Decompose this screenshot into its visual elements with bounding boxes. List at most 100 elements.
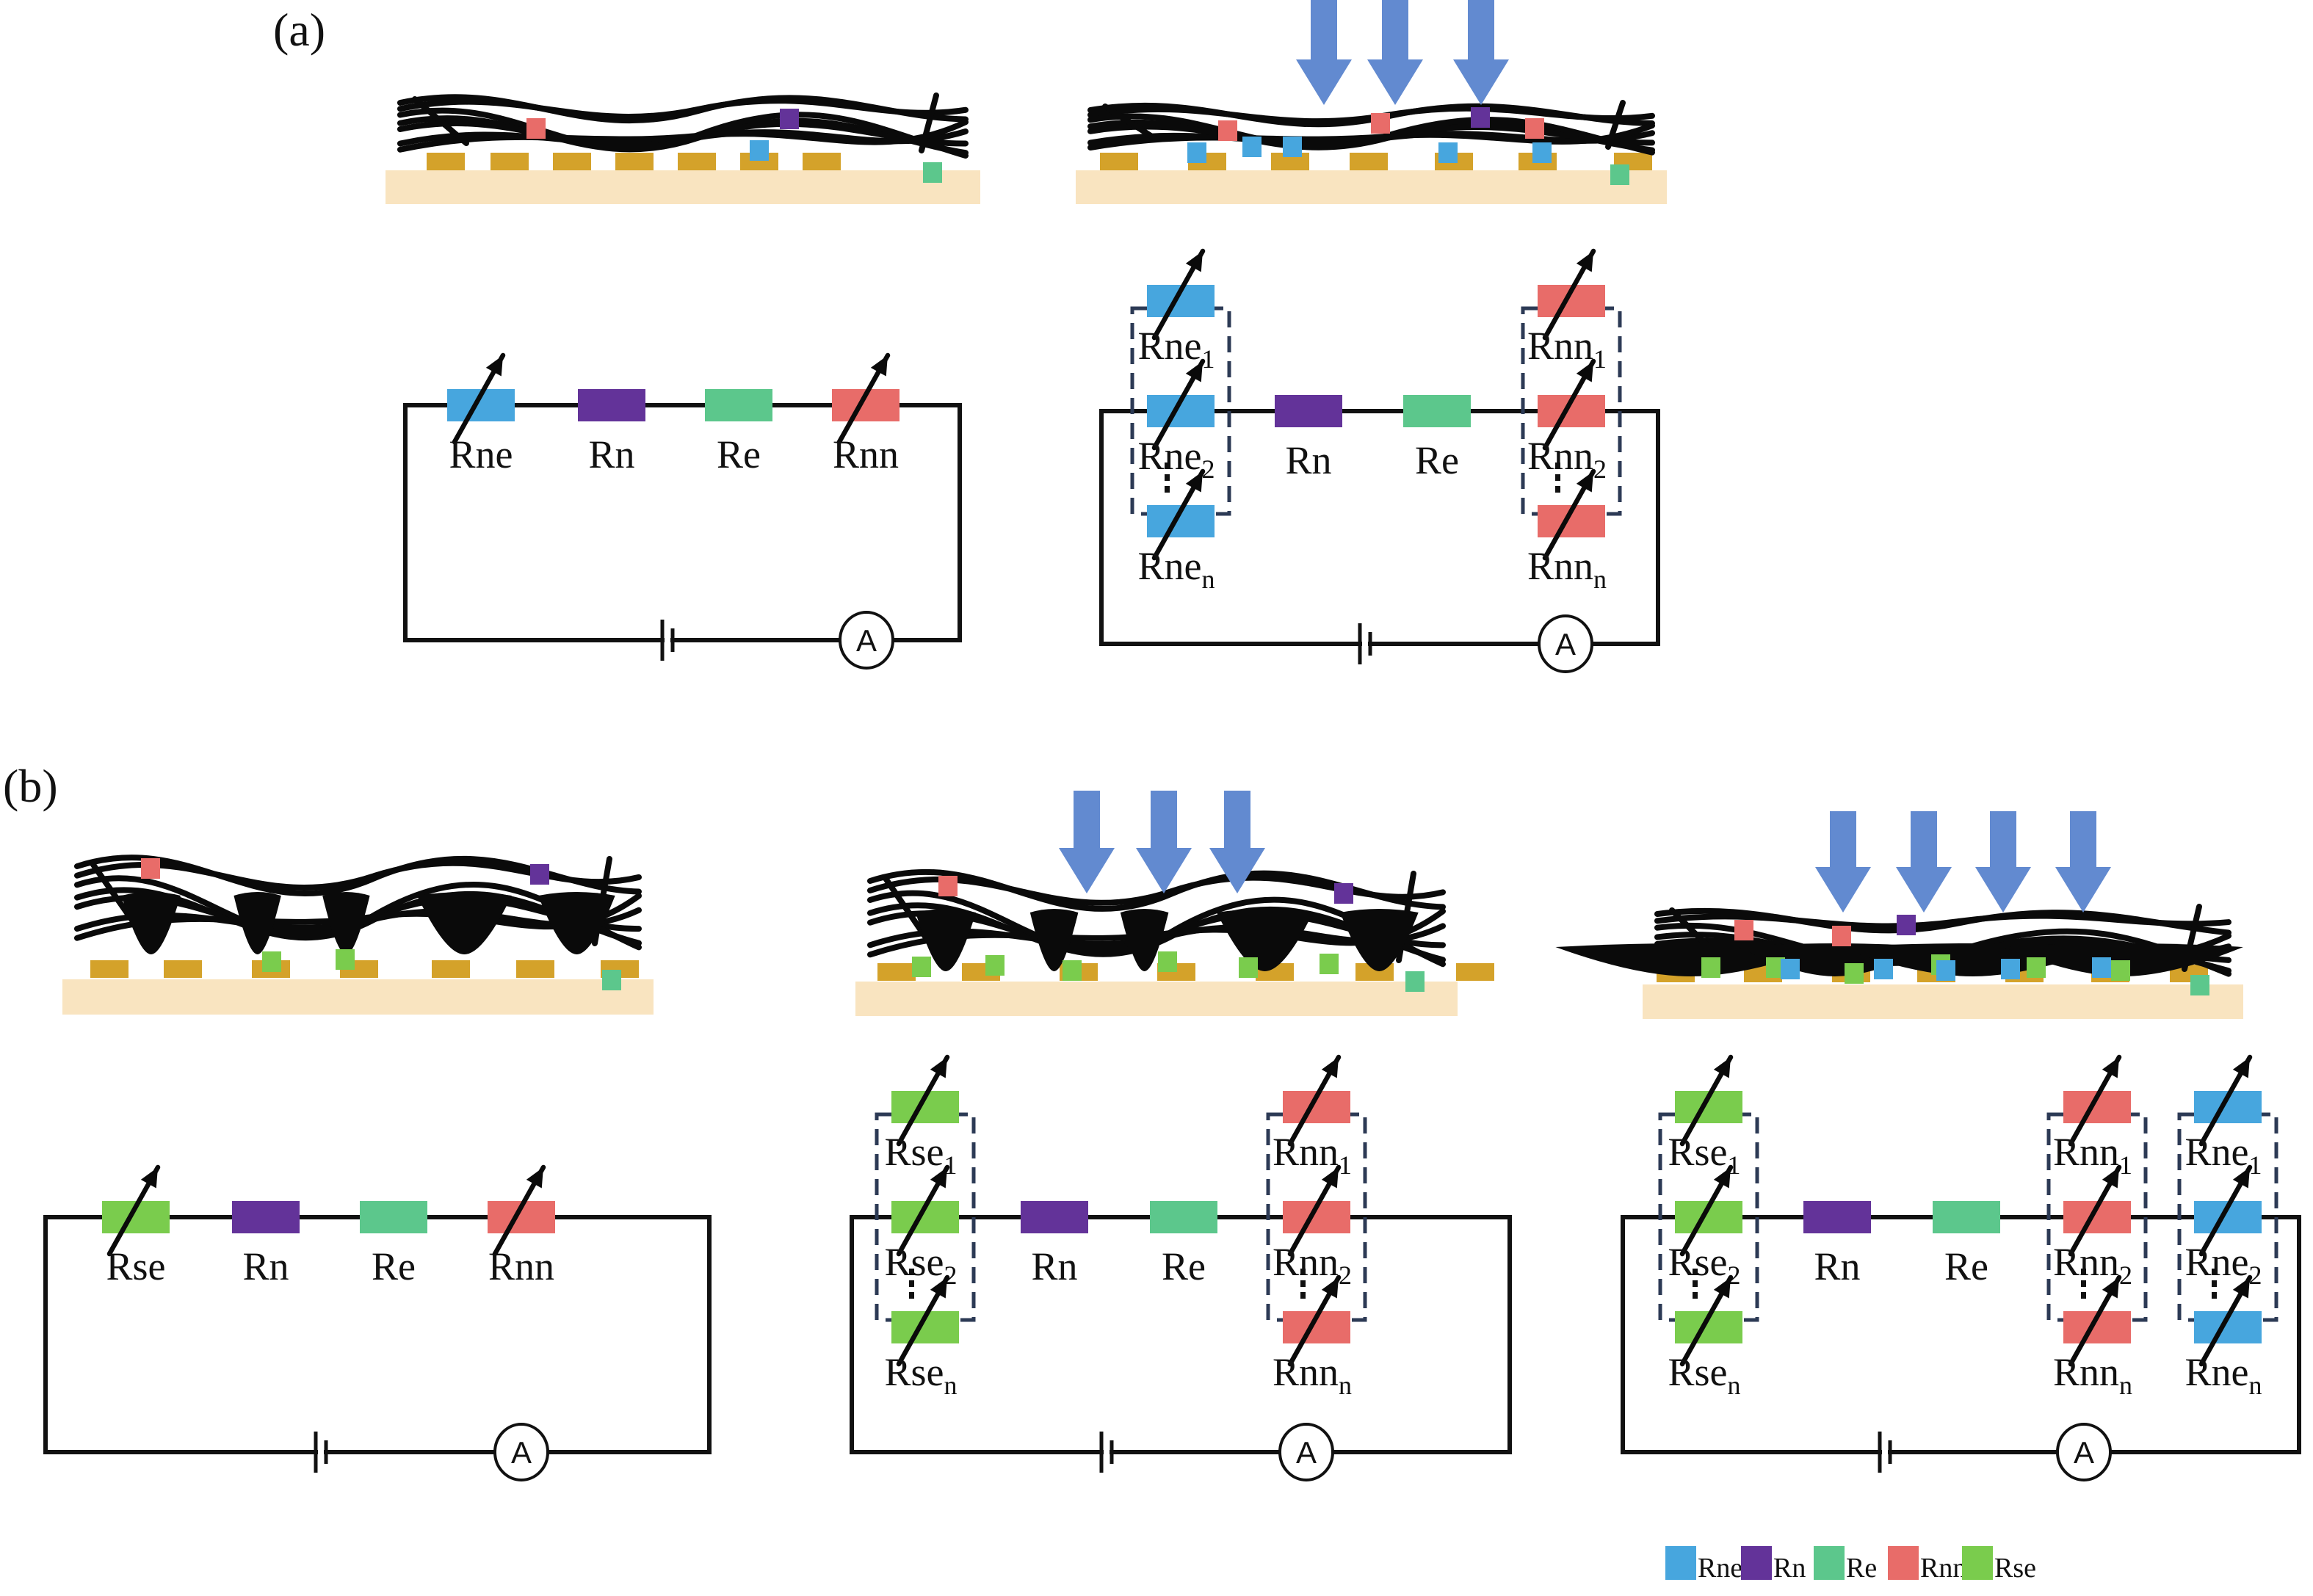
contact-rse [1158, 951, 1177, 972]
resistor-label: Rne2 [1138, 434, 1215, 484]
pressure-arrow-icon [1815, 811, 1871, 913]
droplet [1029, 909, 1079, 971]
ellipsis-dot [909, 1280, 914, 1287]
electrode [90, 960, 128, 978]
label-subscript: n [1339, 1371, 1352, 1400]
contact-rne [1283, 137, 1302, 157]
resistor-label: Rse1 [885, 1130, 958, 1180]
droplet [234, 892, 281, 954]
ammeter-label: A [1555, 627, 1576, 661]
label-base: Rne [1138, 544, 1202, 588]
electrode [516, 960, 554, 978]
resistor-label: Rsen [1668, 1350, 1741, 1400]
label-base: Rn [588, 432, 634, 476]
resistor-rn: Rn [1275, 395, 1342, 482]
fiber [74, 860, 642, 891]
legend-label: Rse [1994, 1553, 2036, 1584]
resistor-label: Rn [1814, 1244, 1860, 1288]
contact-rse [1320, 954, 1339, 974]
pressure-arrow-icon [1896, 811, 1952, 913]
legend-label: Rn [1773, 1553, 1806, 1584]
pressure-arrow-icon [1453, 0, 1509, 105]
resistor-body [1150, 1201, 1217, 1233]
resistor-body [1021, 1201, 1088, 1233]
pressure-arrow-icon [1059, 791, 1115, 893]
legend-swatch [1665, 1546, 1696, 1580]
ellipsis-dot [1165, 463, 1170, 469]
arrowhead-icon [930, 1277, 947, 1299]
resistor-label: Rse [106, 1244, 166, 1288]
fiber [1654, 913, 2231, 929]
label-base: Rn [1285, 438, 1331, 482]
arrowhead-icon [1576, 471, 1593, 493]
label-base: Rnn [2053, 1350, 2119, 1394]
resistor-body [1403, 395, 1471, 427]
resistor-label: Rnen [2185, 1350, 2262, 1400]
resistor-re: Re [1933, 1201, 2000, 1288]
label-base: Rnn [1527, 434, 1593, 478]
legend-swatch [1888, 1546, 1919, 1580]
label-subscript: 2 [1728, 1261, 1741, 1290]
schematic-b2 [855, 791, 1494, 1016]
resistor-label: Rn [588, 432, 634, 476]
contact-rne [2001, 959, 2020, 979]
resistor-body [705, 389, 772, 421]
ammeter-circle [2056, 1423, 2112, 1481]
legend-item-rse: Rse [1962, 1546, 2036, 1584]
pressure-arrow-icon [1136, 791, 1192, 893]
substrate [855, 982, 1458, 1016]
label-base: Rnn [1527, 544, 1593, 588]
ellipsis-dot [1693, 1269, 1698, 1275]
contact-rne [1936, 960, 1955, 981]
label-base: Rn [242, 1244, 289, 1288]
ammeter-icon: A [1538, 614, 1593, 673]
contact-rne [1874, 959, 1893, 979]
resistor-label: Re [1944, 1244, 1988, 1288]
schematic-a2 [1076, 0, 1667, 204]
wire [403, 403, 665, 642]
wire [1099, 409, 1660, 646]
substrate [1076, 170, 1667, 204]
contact-rne [750, 140, 769, 161]
resistor-body [360, 1201, 427, 1233]
ammeter-icon: A [2056, 1423, 2112, 1481]
resistor-rn: Rn [1021, 1201, 1088, 1288]
electrode [164, 960, 202, 978]
label-base: Rnn [488, 1244, 554, 1288]
contact-re [1405, 971, 1425, 992]
resistor-label: Re [372, 1244, 416, 1288]
electrode [678, 153, 716, 170]
resistor-rnn: Rnn [488, 1164, 555, 1288]
arrowhead-icon [1185, 471, 1203, 493]
contact-rse [1701, 957, 1720, 978]
label-subscript: 2 [1339, 1261, 1352, 1290]
label-base: Rne [1138, 434, 1202, 478]
label-base: Rnn [1527, 324, 1593, 368]
resistor-label: Rn [242, 1244, 289, 1288]
label-base: Rne [2185, 1130, 2249, 1174]
label-base: Rn [1814, 1244, 1860, 1288]
label-base: Rse [1668, 1350, 1728, 1394]
resistor-label: Rnen [1138, 544, 1215, 594]
pressure-arrow-icon [1296, 0, 1352, 105]
resistor-re: Re [705, 389, 772, 476]
nanofiber-web [397, 93, 969, 159]
ellipsis-dot [2081, 1292, 2086, 1299]
legend-swatch [1741, 1546, 1772, 1580]
resistor-label: Rnn2 [2053, 1240, 2132, 1290]
resistor-body [1275, 395, 1342, 427]
ammeter-label: A [856, 623, 877, 658]
electrode [1100, 153, 1138, 170]
label-subscript: 2 [1593, 454, 1607, 484]
resistor-label: Rnn [833, 432, 899, 476]
arrowhead-icon [485, 355, 503, 377]
arrowhead-icon [2102, 1167, 2119, 1189]
resistor-rn: Rn [1803, 1201, 1871, 1288]
nanofiber-web [1555, 904, 2243, 977]
contact-rse [1239, 957, 1258, 978]
contact-re [2190, 975, 2209, 995]
arrowhead-icon [1185, 361, 1203, 382]
resistor-label: Re [1415, 438, 1459, 482]
